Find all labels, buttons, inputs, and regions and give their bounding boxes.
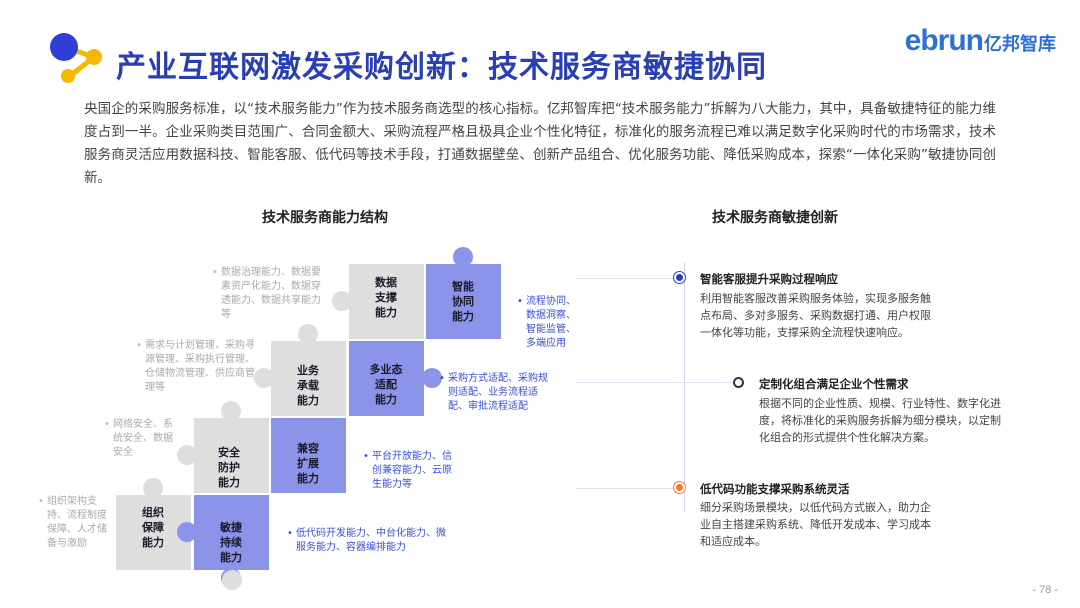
piece-label-business: 业务 承载 能力 <box>297 364 319 407</box>
note-org: 组织架构支持、流程制度保障、人才储备与激励 <box>38 495 113 551</box>
puzzle-knob-bottom <box>222 570 242 590</box>
timeline-dot-2 <box>733 377 744 388</box>
left-section-title: 技术服务商能力结构 <box>262 210 388 226</box>
molecule-logo-icon <box>50 33 102 83</box>
item-desc-smart-service: 利用智能客服改善采购服务体验，实现多服务触点布局、多对多服务、采购数据打通、用户… <box>700 292 931 339</box>
divider-1 <box>575 278 677 279</box>
item-title-custom: 定制化组合满足企业个性需求 <box>759 377 909 391</box>
note-smart: 流程协同、数据洞察、智能监管、多端应用 <box>517 295 578 351</box>
right-section-title: 技术服务商敏捷创新 <box>712 210 838 226</box>
note-multiformat: 采购方式适配、采购规则适配、业务流程适配、审批流程适配 <box>439 372 548 414</box>
piece-label-agile: 敏捷 持续 能力 <box>220 521 242 564</box>
note-data-support: 数据治理能力、数据要素资产化能力、数据穿透能力、数据共享能力等 <box>212 266 329 322</box>
timeline-dot-3 <box>674 482 685 493</box>
divider-2 <box>575 382 733 383</box>
note-business: 需求与计划管理、采购寻源管理、采购执行管理、仓储物流管理、供应商管理等 <box>136 339 255 395</box>
note-compat: 平台开放能力、信创兼容能力、云原生能力等 <box>363 450 460 492</box>
timeline-dot-1 <box>674 272 685 283</box>
piece-label-multiformat: 多业态 适配 能力 <box>369 363 403 406</box>
piece-label-smart: 智能 协同 能力 <box>452 280 474 323</box>
page-title: 产业互联网激发采购创新：技术服务商敏捷协同 <box>116 50 767 85</box>
intro-paragraph: 央国企的采购服务标准，以“技术服务能力”作为技术服务商选型的核心指标。亿邦智库把… <box>84 101 996 186</box>
divider-3 <box>575 488 677 489</box>
piece-label-security: 安全 防护 能力 <box>218 446 240 489</box>
note-agile: 低代码开发能力、中台化能力、微服务能力、容器编排能力 <box>287 527 446 555</box>
brand-name-cn: 亿邦智库 <box>984 34 1056 55</box>
piece-label-org: 组织 保障 能力 <box>142 506 164 549</box>
timeline-line <box>684 262 685 512</box>
piece-label-data: 数据 支撑 能力 <box>375 276 397 319</box>
item-title-smart-service: 智能客服提升采购过程响应 <box>700 272 838 286</box>
item-desc-custom: 根据不同的企业性质、规模、行业特性、数字化进度，将标准化的采购服务拆解为细分模块… <box>759 397 1001 444</box>
note-security: 网络安全、系统安全、数据安全 <box>104 418 179 460</box>
page-number: - 78 - <box>1032 584 1058 596</box>
item-desc-lowcode: 细分采购场景模块，以低代码方式嵌入，助力企业自主搭建采购系统、降低开发成本、学习… <box>700 501 931 548</box>
brand-logo: ebrun 亿邦智库 <box>905 24 1056 58</box>
item-title-lowcode: 低代码功能支撑采购系统灵活 <box>700 482 850 496</box>
brand-name-en: ebrun <box>904 24 984 57</box>
piece-label-compat: 兼容 扩展 能力 <box>297 442 319 485</box>
